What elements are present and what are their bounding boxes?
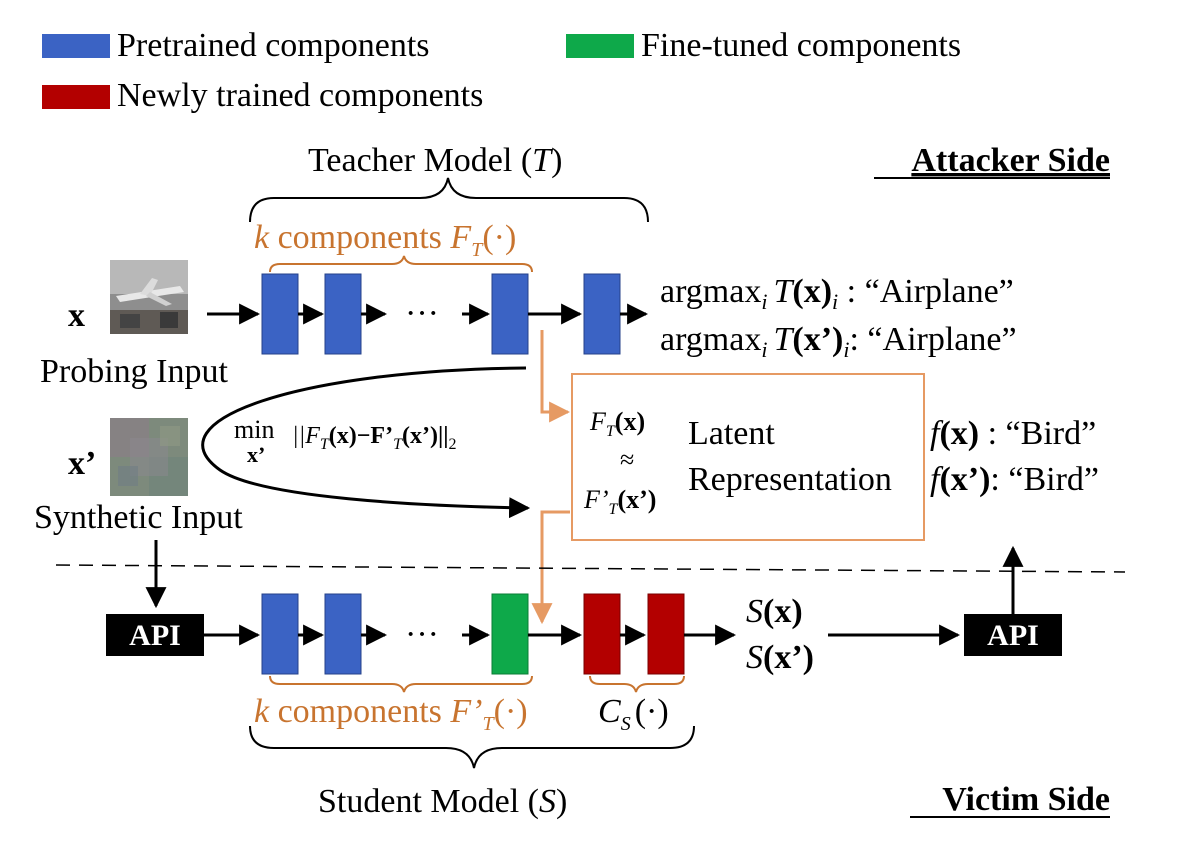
noise-image [110,418,188,496]
student-block-1 [261,593,299,675]
probing-input: x Probing Input [40,260,229,390]
optimization-objective: min x’ ||FT(x)−F’T(x’)||2 [234,415,457,467]
student-block-2 [324,593,362,675]
teacher-k-brace [269,255,533,273]
teacher-k-components: k components FT(·) [254,219,533,273]
legend-finetuned-label: Fine-tuned components [641,27,961,64]
legend-pretrained-swatch [42,34,110,58]
teacher-model-header: Teacher Model (T) [249,142,649,223]
teacher-to-latent-arrow [540,330,571,423]
synthetic-input-label: Synthetic Input [34,499,243,536]
student-k-components: k components F’T(·) CS(·) [254,675,685,735]
latent-representation-box: FT(x) ≈ F’T(x’) Latent Representation [571,373,925,541]
teacher-pipeline: ··· [207,273,649,355]
optimization-curve-arrow [201,366,531,519]
latent-to-student-arrow [531,510,570,625]
latent-top: FT(x) [589,407,645,440]
classifier-brace [589,675,685,693]
api-right-label: API [987,619,1039,652]
student-k-label: k components F’T(·) [254,693,528,735]
student-output-line-2: S(x’) [746,639,814,676]
probing-x-label: x [68,297,85,334]
latent-label-1: Latent [688,415,775,452]
legend-newly-label: Newly trained components [117,77,483,114]
airplane-image [110,260,188,334]
teacher-ellipsis: ··· [405,295,439,332]
student-model-title: Student Model (S) [318,783,567,820]
api-left-label: API [129,619,181,652]
synthetic-input: x’ Synthetic Input [34,418,243,536]
teacher-block-2 [324,273,362,355]
api-left: API [106,614,204,656]
teacher-block-k [491,273,529,355]
attacker-side-label: Attacker Side [911,142,1110,179]
objective-expression: ||FT(x)−F’T(x’)||2 [292,423,457,453]
synthetic-x-label: x’ [68,445,96,482]
teacher-model-title: Teacher Model (T) [308,142,562,179]
student-output-line-1: S(x) [746,593,803,630]
probing-input-label: Probing Input [40,353,229,390]
victim-f-line-1: f(x) : “Bird” [930,415,1096,452]
student-block-finetuned [491,593,529,675]
legend-pretrained-label: Pretrained components [117,27,430,64]
teacher-model-brace [249,177,649,223]
student-ellipsis: ··· [405,616,439,653]
student-k-brace [269,675,533,693]
student-model-footer: Student Model (S) [249,725,695,820]
legend: Pretrained components Fine-tuned compone… [42,27,961,114]
student-pipeline: ··· [204,593,737,675]
teacher-block-1 [261,273,299,355]
api-right: API [964,614,1062,656]
student-block-new-1 [583,593,621,675]
victim-f-line-2: f(x’): “Bird” [930,461,1099,498]
objective-min-var: x’ [247,442,265,467]
latent-approx: ≈ [620,445,634,474]
student-block-new-2 [647,593,685,675]
student-outputs: S(x) S(x’) [746,593,814,676]
legend-newly-swatch [42,85,110,109]
classifier-label: CS(·) [598,693,669,735]
objective-min: min [234,415,274,444]
victim-side-label: Victim Side [942,781,1110,818]
student-model-brace [249,725,695,769]
legend-finetuned-swatch [566,34,634,58]
latent-label-2: Representation [688,461,892,498]
victim-f-outputs: f(x) : “Bird” f(x’): “Bird” [930,415,1099,498]
side-separator [55,564,1126,573]
teacher-block-head [583,273,621,355]
teacher-k-label: k components FT(·) [254,219,516,261]
latent-bottom: F’T(x’) [583,485,656,518]
